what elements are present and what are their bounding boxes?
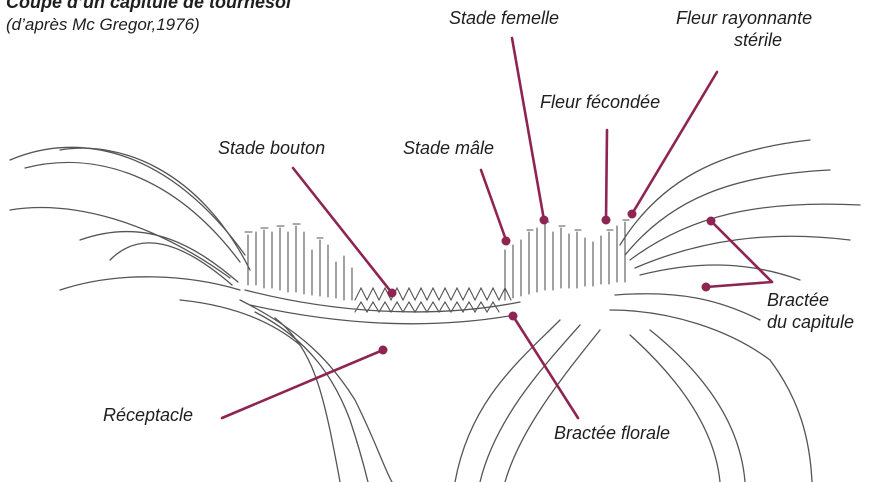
leader-stade-bouton xyxy=(293,168,392,293)
label-receptacle: Réceptacle xyxy=(103,405,193,427)
dot-bractee-florale xyxy=(509,312,518,321)
label-fleur-rayonnante-line2: stérile xyxy=(676,30,812,52)
label-fleur-fecondee: Fleur fécondée xyxy=(540,92,660,114)
dot-bractee-capitule-1 xyxy=(707,217,716,226)
diagram-title: Coupe d’un capitule de tournesol xyxy=(6,0,291,13)
label-bractee-capitule-line2: du capitule xyxy=(767,312,854,334)
dot-stade-femelle xyxy=(540,216,549,225)
dot-fleur-rayonnante xyxy=(628,210,637,219)
label-bractee-florale: Bractée florale xyxy=(554,423,670,445)
leader-bractee-capitule-2 xyxy=(706,282,772,287)
label-fleur-rayonnante-line1: Fleur rayonnante xyxy=(676,8,812,30)
dot-fleur-fecondee xyxy=(602,216,611,225)
label-stade-femelle: Stade femelle xyxy=(449,8,559,30)
label-bractee-capitule: Bractée du capitule xyxy=(767,290,854,333)
leader-fleur-fecondee xyxy=(606,130,607,220)
leader-stade-male xyxy=(481,170,506,240)
florets-row xyxy=(245,220,629,312)
dot-receptacle xyxy=(379,346,388,355)
dot-bractee-capitule-2 xyxy=(702,283,711,292)
leader-bractee-capitule-1 xyxy=(711,221,772,282)
leader-lines xyxy=(222,38,772,418)
label-stade-male: Stade mâle xyxy=(403,138,494,160)
dot-stade-male xyxy=(502,237,511,246)
title-block: Coupe d’un capitule de tournesol (d’aprè… xyxy=(6,0,291,34)
label-bractee-capitule-line1: Bractée xyxy=(767,290,854,312)
diagram-subtitle: (d’après Mc Gregor,1976) xyxy=(6,15,291,35)
label-stade-bouton: Stade bouton xyxy=(218,138,325,160)
label-fleur-rayonnante: Fleur rayonnante stérile xyxy=(676,8,812,51)
capitulum-outline xyxy=(10,140,860,482)
dot-stade-bouton xyxy=(388,289,397,298)
leader-stade-femelle xyxy=(512,38,544,220)
